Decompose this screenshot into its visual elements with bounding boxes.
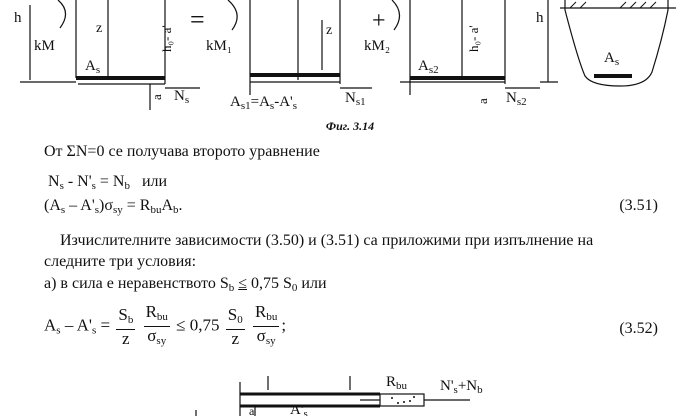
- label-a: a: [149, 94, 164, 100]
- figure-caption: Фиг. 3.14: [325, 119, 375, 133]
- label-As1-eq: As1=As-A's: [230, 94, 297, 112]
- label-a-2: a: [475, 98, 490, 104]
- equation-number-351: (3.51): [619, 197, 658, 214]
- label-z: z: [96, 21, 102, 36]
- paragraph-para2: следните три условия:: [44, 253, 197, 270]
- label-h: h: [14, 10, 22, 26]
- label-As: As: [85, 58, 100, 76]
- equation-number-352: (3.52): [619, 320, 658, 337]
- paragraph-para1: Изчислителните зависимости (3.50) и (3.5…: [60, 232, 594, 249]
- label-h0a-2: h₀- a': [466, 25, 481, 52]
- plus-sign: +: [372, 8, 386, 34]
- label-As2: As2: [418, 58, 439, 76]
- paragraph-line1: От ΣN=0 се получава второто уравнение: [44, 143, 320, 160]
- label-Ns1: Ns1: [345, 90, 366, 108]
- equation-ns: Ns - N's = Nb или: [48, 173, 168, 192]
- label-z2: z: [326, 23, 332, 38]
- label-a-bottom: a: [249, 404, 255, 416]
- equals-sign: =: [190, 5, 205, 34]
- label-Rbu: Rbu: [386, 374, 408, 392]
- condition-a: а) в сила е неравенството Sb ≤ 0,75 S0 и…: [44, 275, 327, 294]
- label-Ns2: Ns2: [506, 90, 527, 108]
- label-h-2: h: [536, 10, 544, 26]
- label-h0a: h₀- a': [159, 25, 174, 52]
- label-Ns: Ns: [174, 88, 189, 106]
- label-kM1: kM₁: [206, 38, 232, 54]
- label-As-right: As: [604, 50, 619, 68]
- label-force: N's+Nb: [440, 378, 483, 396]
- equation-351: (As – A's)σsy = RbuAb.: [44, 197, 183, 216]
- bottom-figure: Rbu N's+Nb A's a: [195, 374, 483, 416]
- figure-3-14: h z h₀- a' kM As Ns a = kM₁ As1=As-A's z…: [14, 0, 676, 112]
- label-kM: kM: [34, 38, 55, 54]
- label-kM2: kM₂: [364, 38, 390, 54]
- label-As-prime: A's: [290, 402, 308, 416]
